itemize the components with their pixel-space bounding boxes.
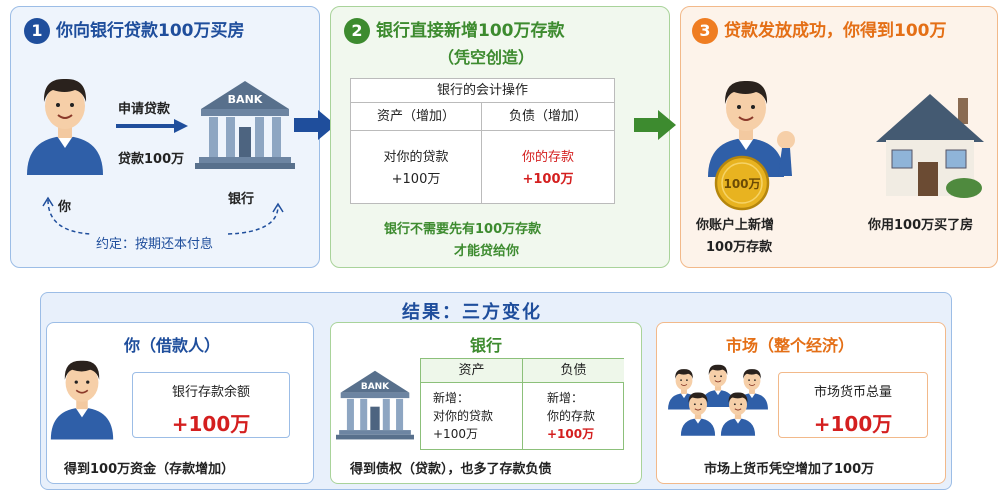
step2-note-line1: 银行不需要先有100万存款 bbox=[384, 222, 542, 237]
liabilities-cell: 你的存款 +100万 bbox=[521, 150, 574, 187]
ledger-liabilities-header: 负债 bbox=[523, 359, 624, 383]
money-supply-box: 市场货币总量 +100万 bbox=[778, 372, 928, 438]
step2-number: 2 bbox=[344, 18, 370, 44]
agreement-arrow-icon bbox=[42, 196, 284, 235]
account-line2: 100万存款 bbox=[706, 240, 773, 255]
ledger-assets-cell: 新增： 对你的贷款 +100万 bbox=[421, 383, 523, 449]
happy-person-icon bbox=[707, 79, 795, 178]
money-supply-label: 市场货币总量 bbox=[813, 385, 892, 400]
ledger-assets-header: 资产 bbox=[421, 359, 523, 383]
assets-cell: 对你的贷款 +100万 bbox=[351, 131, 482, 203]
coin-icon: 100万 bbox=[714, 155, 770, 211]
bank-small-sign: BANK bbox=[361, 382, 390, 392]
loan-amount-label: 贷款100万 bbox=[118, 152, 185, 167]
step1-number: 1 bbox=[24, 18, 50, 44]
borrower-caption: 得到100万资金（存款增加） bbox=[64, 462, 235, 477]
step2-note-line2: 才能贷给你 bbox=[454, 244, 520, 259]
deposit-balance-value: +100万 bbox=[171, 412, 251, 436]
bank-sign: BANK bbox=[228, 93, 263, 106]
deposit-balance-label: 银行存款余额 bbox=[171, 385, 250, 400]
bank-caption: 得到债权（贷款），也多了存款负债 bbox=[350, 462, 552, 477]
house-caption: 你用100万买了房 bbox=[868, 218, 974, 233]
liabilities-header: 负债（增加） bbox=[482, 103, 614, 131]
ledger-liabilities-cell: 新增： 你的存款 +100万 bbox=[547, 391, 596, 441]
accounting-table-title: 银行的会计操作 bbox=[351, 79, 614, 103]
house-icon bbox=[876, 94, 984, 198]
borrower-avatar-icon bbox=[50, 359, 114, 440]
market-title: 市场（整个经济） bbox=[726, 336, 855, 355]
money-supply-value: +100万 bbox=[813, 412, 893, 436]
apply-loan-label: 申请贷款 bbox=[118, 102, 171, 117]
step-arrow-icon bbox=[294, 110, 336, 140]
bank-card-title: 银行 bbox=[470, 336, 503, 355]
assets-header: 资产（增加） bbox=[351, 103, 482, 131]
deposit-balance-box: 银行存款余额 +100万 bbox=[132, 372, 290, 438]
borrower-icon bbox=[26, 77, 104, 176]
bank-icon: BANK bbox=[195, 81, 295, 169]
you-label: 你 bbox=[58, 200, 72, 215]
coin-label: 100万 bbox=[723, 177, 760, 191]
borrower-title: 你（借款人） bbox=[124, 336, 221, 355]
bank-ledger: 资产 负债 新增： 对你的贷款 +100万 新增： 你的存款 +100万 bbox=[420, 358, 624, 450]
people-group-icon bbox=[667, 364, 769, 437]
bank-label: 银行 bbox=[228, 192, 255, 207]
result-title: 结果：三方变化 bbox=[402, 302, 542, 323]
step-arrow-icon bbox=[634, 110, 676, 140]
accounting-table: 银行的会计操作 资产（增加） 负债（增加） 对你的贷款 +100万 你的存款 +… bbox=[350, 78, 615, 204]
step2-subtitle: （凭空创造） bbox=[438, 48, 535, 67]
market-caption: 市场上货币凭空增加了100万 bbox=[704, 462, 875, 477]
agreement-label: 约定：按期还本付息 bbox=[96, 237, 214, 252]
bank-small-icon: BANK bbox=[336, 370, 414, 440]
account-line1: 你账户上新增 bbox=[696, 218, 775, 233]
apply-arrow-icon bbox=[116, 119, 188, 133]
step3-number: 3 bbox=[692, 18, 718, 44]
